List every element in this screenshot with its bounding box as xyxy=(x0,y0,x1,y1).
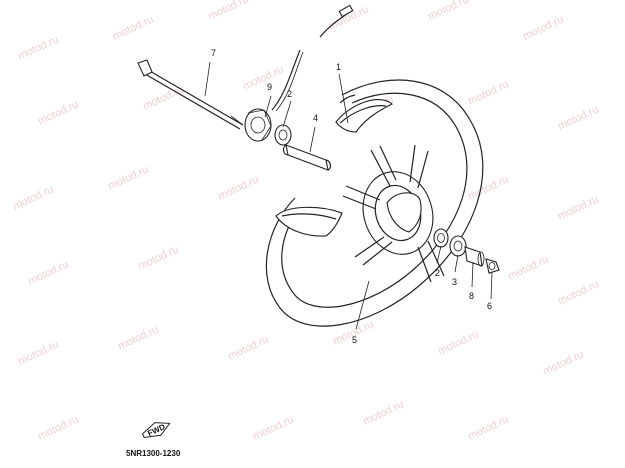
leader-lines xyxy=(204,61,493,330)
watermark: motod.ru xyxy=(556,193,600,222)
spacer xyxy=(282,144,332,171)
callout-4: 4 xyxy=(313,113,318,123)
callout-6: 6 xyxy=(487,301,492,311)
watermark: motod.ru xyxy=(541,348,585,377)
watermark: motod.ru xyxy=(556,278,600,307)
wheel xyxy=(265,79,484,327)
callouts: 7 9 2 1 4 5 2 3 8 6 xyxy=(211,48,492,345)
watermark: motod.ru xyxy=(216,173,260,202)
watermark: motod.ru xyxy=(361,398,405,427)
watermark: motod.ru xyxy=(16,338,60,367)
watermark: motod.ru xyxy=(506,253,550,282)
callout-3: 3 xyxy=(452,277,457,287)
watermark: motod.ru xyxy=(106,163,150,192)
watermark: motod.ru xyxy=(226,333,270,362)
watermark: motod.ru xyxy=(466,173,510,202)
watermark: motod.ru xyxy=(206,0,250,23)
watermark: motod.ru xyxy=(436,328,480,357)
watermark: motod.ru xyxy=(466,413,510,442)
watermark: motod.ru xyxy=(116,323,160,352)
watermark: motod.ru xyxy=(136,243,180,272)
axle xyxy=(137,59,244,130)
speedometer-cable xyxy=(271,4,354,112)
callout-7: 7 xyxy=(211,48,216,58)
oil-seal-left xyxy=(274,124,292,146)
fwd-badge: FWD xyxy=(141,422,171,438)
meter-gear-unit xyxy=(244,108,272,142)
callout-2-left: 2 xyxy=(287,89,292,99)
watermark: motod.ru xyxy=(241,63,285,92)
callout-9: 9 xyxy=(267,82,272,92)
callout-5: 5 xyxy=(352,335,357,345)
watermark: motod.ru xyxy=(16,33,60,62)
watermark: motod.ru xyxy=(11,183,55,212)
watermark: motod.ru xyxy=(26,258,70,287)
watermark: motod.ru xyxy=(426,0,470,23)
watermark: motod.ru xyxy=(556,103,600,132)
callout-8: 8 xyxy=(469,291,474,301)
watermark: motod.ru xyxy=(466,78,510,107)
watermark: motod.ru xyxy=(36,98,80,127)
watermark: motod.ru xyxy=(251,413,295,442)
watermark: motod.ru xyxy=(36,413,80,442)
callout-1: 1 xyxy=(336,62,341,72)
watermark: motod.ru xyxy=(111,13,155,42)
right-side-parts xyxy=(433,228,500,274)
watermark: motod.ru xyxy=(521,13,565,42)
callout-2-right: 2 xyxy=(435,268,440,278)
diagram-code: 5NR1300-1230 xyxy=(126,449,181,458)
